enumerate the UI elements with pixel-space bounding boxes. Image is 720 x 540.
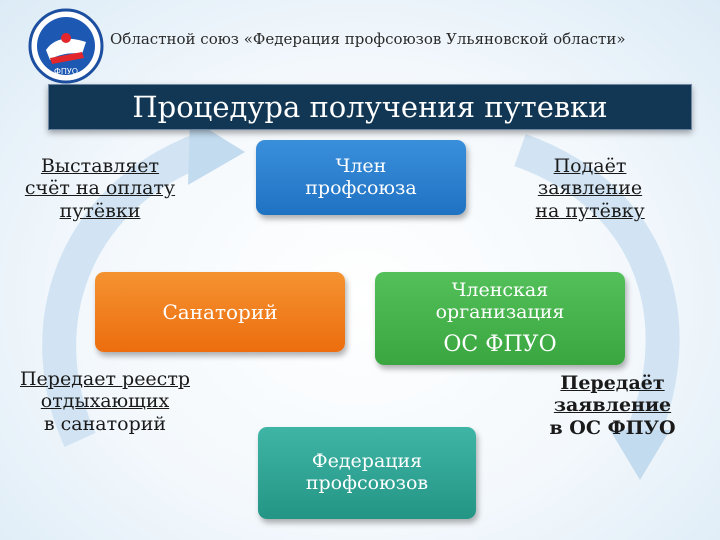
sanatorium-label: Санаторий	[162, 299, 278, 324]
union-member-line-2: профсоюза	[305, 176, 417, 199]
federation-box: Федерация профсоюзов	[258, 427, 476, 519]
union-member-box: Член профсоюза	[256, 140, 466, 215]
member-organization-line-1: Членская	[451, 279, 549, 301]
step-transfer-label: Передаёт заявление в ОС ФПУО	[520, 372, 705, 439]
step-invoice-line-3: путёвки	[59, 199, 141, 222]
step-application-line-2: заявление	[537, 177, 643, 200]
step-application-label: Подаёт заявление на путёвку	[510, 155, 670, 222]
organization-name: Областной союз «Федерация профсоюзов Уль…	[110, 30, 626, 48]
member-organization-box: Членская организация ОС ФПУО	[375, 272, 625, 365]
step-transfer-line-3: в ОС ФПУО	[549, 416, 676, 439]
step-transfer-line-1: Передаёт	[560, 372, 665, 394]
step-invoice-line-1: Выставляет	[40, 155, 160, 177]
member-organization-sub: ОС ФПУО	[443, 331, 557, 357]
federation-line-1: Федерация	[311, 450, 423, 473]
step-application-line-3: на путёвку	[535, 199, 645, 222]
step-invoice-line-2: счёт на оплату	[24, 177, 176, 200]
union-member-line-1: Член	[335, 154, 387, 177]
step-application-line-1: Подаёт	[553, 155, 627, 177]
sanatorium-box: Санаторий	[95, 272, 345, 352]
member-organization-line-2: организация	[435, 300, 565, 323]
step-transfer-line-2: заявление	[553, 394, 672, 417]
step-registry-label: Передает реестр отдыхающих в санаторий	[0, 368, 210, 435]
federation-line-2: профсоюзов	[305, 472, 429, 494]
step-registry-line-1: Передает реестр	[19, 368, 190, 390]
logo-text: ФПУО	[54, 67, 78, 76]
title-bar: Процедура получения путевки	[48, 84, 692, 130]
step-registry-line-2: отдыхающих	[40, 390, 170, 413]
step-invoice-label: Выставляет счёт на оплату путёвки	[0, 155, 200, 222]
federation-logo: ФПУО	[28, 8, 104, 84]
slide-title: Процедура получения путевки	[132, 90, 608, 124]
step-registry-line-3: в санаторий	[43, 412, 167, 435]
